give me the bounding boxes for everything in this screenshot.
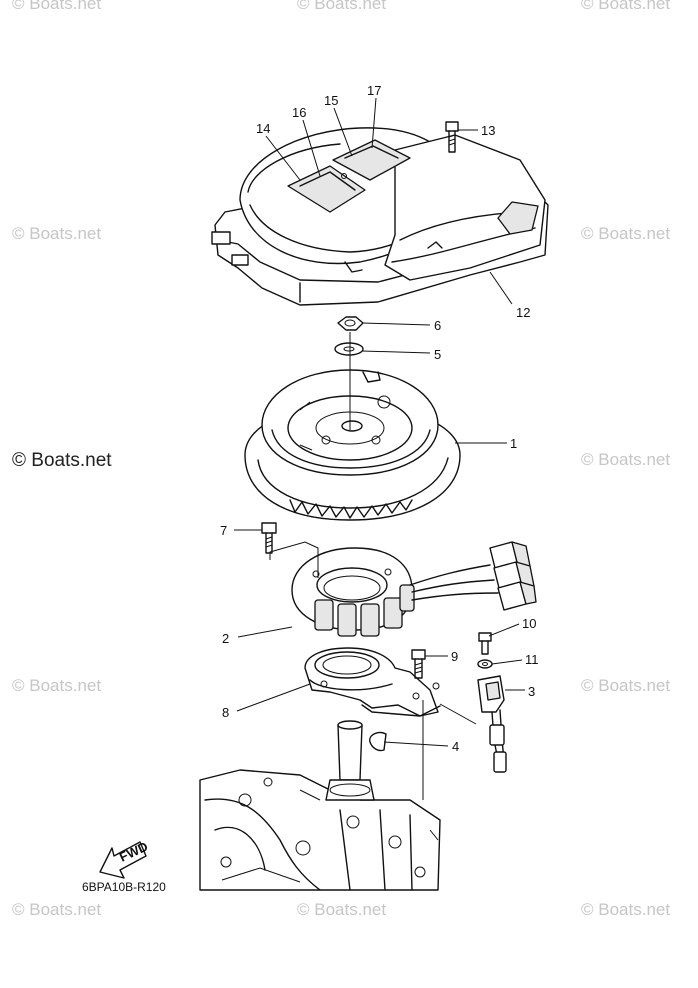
callout-2[interactable]: 2 — [222, 631, 229, 646]
callout-17[interactable]: 17 — [367, 83, 381, 98]
watermark-main: © Boats.net — [12, 450, 112, 471]
callout-7[interactable]: 7 — [220, 523, 227, 538]
callout-12[interactable]: 12 — [516, 305, 530, 320]
callout-4[interactable]: 4 — [452, 739, 459, 754]
leader-8 — [236, 683, 311, 712]
watermark-bottom-left: © Boats.net — [12, 900, 102, 919]
leader-2 — [237, 626, 293, 638]
watermark-bottom-right: © Boats.net — [581, 900, 671, 919]
engine-block — [199, 720, 441, 891]
watermark-row2-left: © Boats.net — [12, 224, 102, 243]
leader-10 — [488, 623, 520, 637]
callout-15[interactable]: 15 — [324, 93, 338, 108]
leader-15 — [333, 107, 353, 157]
leader-5 — [361, 350, 431, 354]
label-plate-15-17 — [332, 139, 411, 181]
watermark-top-right: © Boats.net — [581, 0, 671, 13]
leader-17 — [371, 97, 377, 149]
callout-6[interactable]: 6 — [434, 318, 441, 333]
leader-12 — [489, 271, 513, 305]
woodruff-key-4-part[interactable] — [369, 731, 387, 752]
stator-part[interactable] — [291, 541, 537, 637]
watermark-row2-right: © Boats.net — [581, 224, 671, 243]
leader-16 — [302, 119, 321, 177]
callout-11[interactable]: 11 — [525, 652, 539, 667]
nut-6-part[interactable] — [337, 316, 364, 331]
flywheel-cover-part[interactable] — [211, 127, 549, 306]
base-plate-8-part[interactable] — [304, 647, 441, 717]
bolt-13-part[interactable] — [445, 121, 459, 153]
washer-11-part[interactable] — [477, 659, 493, 669]
watermark-bottom-center: © Boats.net — [297, 900, 387, 919]
watermark-top-center: © Boats.net — [297, 0, 387, 13]
callout-5[interactable]: 5 — [434, 347, 441, 362]
callout-1[interactable]: 1 — [510, 436, 517, 451]
watermark-row4-left: © Boats.net — [12, 676, 102, 695]
leader-14 — [265, 135, 301, 181]
leader-4 — [383, 741, 449, 747]
bolt-10-part[interactable] — [478, 632, 492, 655]
bolt-7-part[interactable] — [261, 522, 277, 554]
watermark-row4-right: © Boats.net — [581, 676, 671, 695]
callout-8[interactable]: 8 — [222, 705, 229, 720]
callout-13[interactable]: 13 — [481, 123, 495, 138]
flywheel-part[interactable] — [244, 369, 461, 521]
callout-14[interactable]: 14 — [256, 121, 270, 136]
diagram-code: 6BPA10B-R120 — [82, 880, 166, 894]
bolt-9-part[interactable] — [411, 649, 426, 679]
washer-5-part[interactable] — [334, 342, 364, 356]
leader-11 — [491, 659, 523, 665]
callout-16[interactable]: 16 — [292, 105, 306, 120]
pulser-coil-3-part[interactable] — [477, 675, 507, 773]
leader-6 — [362, 322, 431, 326]
callout-3[interactable]: 3 — [528, 684, 535, 699]
callout-9[interactable]: 9 — [451, 649, 458, 664]
callout-10[interactable]: 10 — [522, 616, 536, 631]
guide-line-base — [439, 703, 477, 725]
watermark-top-left: © Boats.net — [12, 0, 102, 13]
watermark-row3-right: © Boats.net — [581, 450, 671, 469]
forward-arrow-icon: FWD — [99, 839, 150, 879]
